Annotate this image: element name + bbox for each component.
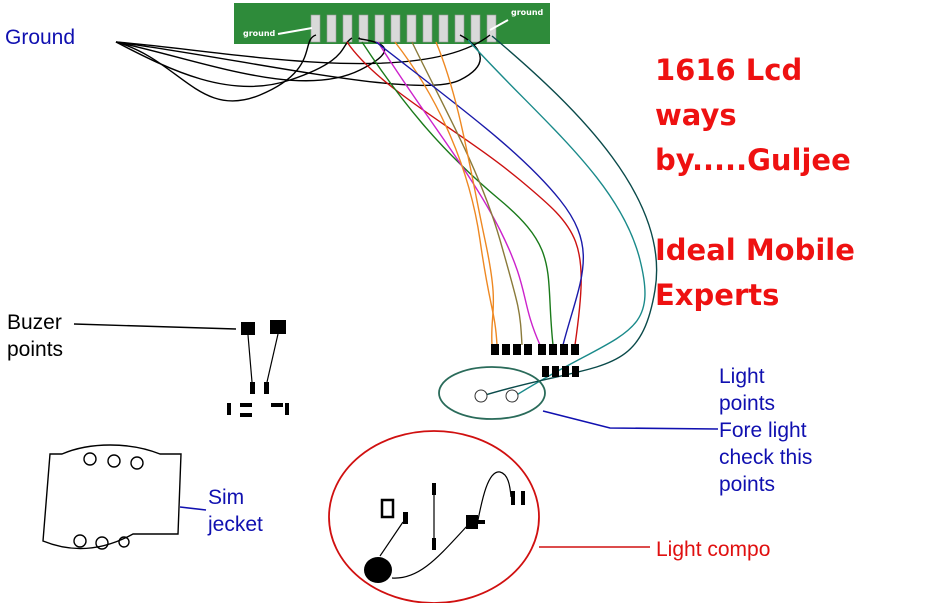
light-label-line-3: Fore light: [719, 419, 807, 442]
ground-wires: [115, 34, 491, 102]
title-line-1: 1616 Lcd: [655, 53, 803, 87]
subtitle-line-1: Ideal Mobile: [655, 233, 855, 267]
buzzer-points: [73, 320, 289, 417]
sim-jacket: [42, 444, 207, 550]
light-label-line-1: Light: [719, 365, 765, 388]
lcd-connector: [234, 3, 550, 44]
sim-label-line-2: jecket: [208, 513, 263, 536]
light-compo-label: Light compo: [656, 538, 771, 561]
title-line-2: ways: [655, 98, 737, 132]
light-label-line-4: check this: [719, 446, 813, 469]
lcd-pads: [491, 344, 579, 377]
light-compo-circle: [328, 430, 650, 603]
buzer-label-line-2: points: [7, 338, 64, 361]
light-label-line-5: points: [719, 473, 776, 496]
buzer-label-line-1: Buzer: [7, 311, 62, 334]
lcd-wires: [346, 35, 658, 397]
ground-label: Ground: [5, 26, 76, 49]
subtitle-line-2: Experts: [655, 278, 780, 312]
title-line-3: by.....Guljee: [655, 143, 851, 177]
light-label-line-2: points: [719, 392, 776, 415]
connector-ground-label-left: ground: [243, 29, 276, 38]
connector-ground-label-right: ground: [511, 8, 544, 17]
light-points: [438, 366, 719, 430]
sim-label-line-1: Sim: [208, 486, 245, 509]
